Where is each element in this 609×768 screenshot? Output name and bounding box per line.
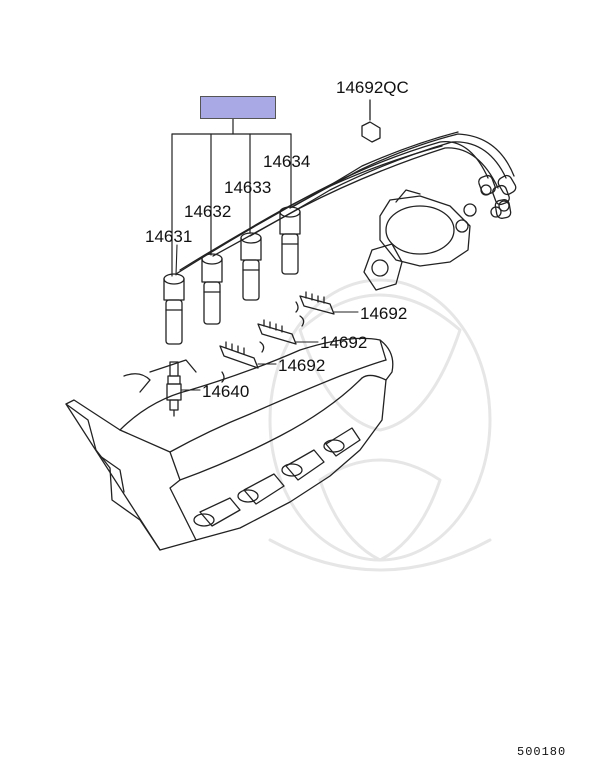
part-label-14632[interactable]: 14632 xyxy=(184,202,232,221)
watermark-logo xyxy=(268,278,492,572)
part-label-14692qc[interactable]: 14692QC xyxy=(336,78,409,97)
cable-clamp-c xyxy=(219,341,265,383)
plug-cap-14634 xyxy=(279,206,301,275)
leader-lines xyxy=(175,244,359,391)
highlight-box[interactable] xyxy=(200,96,276,119)
spark-plug-14640 xyxy=(166,361,182,417)
part-label-14640[interactable]: 14640 xyxy=(202,382,250,401)
part-label-14692-c[interactable]: 14692 xyxy=(278,356,326,375)
group-bracket-lines xyxy=(171,118,292,277)
distributor xyxy=(363,189,477,291)
plug-cap-14633 xyxy=(240,232,262,301)
cable-clamp-a xyxy=(295,291,335,315)
part-label-14692-a[interactable]: 14692 xyxy=(360,304,408,323)
part-label-14631[interactable]: 14631 xyxy=(145,227,193,246)
part-label-14634[interactable]: 14634 xyxy=(263,152,311,171)
cylinder-head xyxy=(65,337,394,551)
distributor-cable-ends xyxy=(478,174,517,219)
figure-code: 500180 xyxy=(517,745,567,759)
cable-clamp-b xyxy=(257,315,305,345)
plug-cap-14631 xyxy=(163,273,185,345)
nut-14692qc xyxy=(361,99,381,143)
part-label-14692-b[interactable]: 14692 xyxy=(320,333,368,352)
plug-cap-14632 xyxy=(201,253,223,325)
part-label-14633[interactable]: 14633 xyxy=(224,178,272,197)
